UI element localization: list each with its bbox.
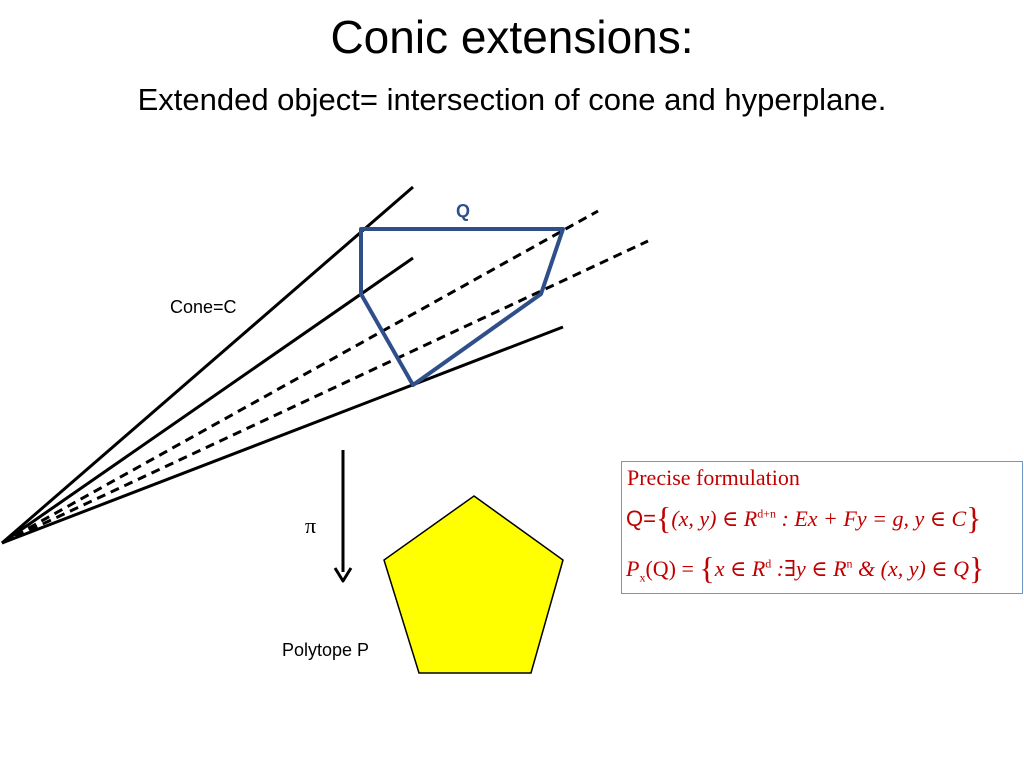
formula-p-inner-1: x ∈ R xyxy=(714,556,766,581)
cone-ray-dashed-upper xyxy=(1,209,599,545)
cone-ray-lower xyxy=(1,325,564,545)
projection-pi-label: π xyxy=(305,513,317,538)
polygon-q xyxy=(359,227,565,387)
cone-ray-middle xyxy=(1,256,414,545)
formula-q-sup: d+n xyxy=(757,506,777,521)
pentagon-polytope xyxy=(383,495,564,674)
formula-q-left: (x, y) ∈ R xyxy=(671,506,758,531)
slide-subtitle: Extended object= intersection of cone an… xyxy=(137,82,887,117)
formula-p-definition: Px(Q) = {x ∈ Rd :∃y ∈ Rn & (x, y) ∈ Q} xyxy=(626,552,984,585)
formula-q-prefix: Q= xyxy=(626,506,656,531)
formula-box: Precise formulation Q={(x, y) ∈ Rd+n : E… xyxy=(621,461,1023,594)
formula-brace-open: { xyxy=(655,500,672,536)
formula-p-mid: (Q) = xyxy=(645,556,700,581)
formula-p-sub: x xyxy=(639,570,646,585)
formula-p-inner-2: :∃y ∈ R xyxy=(771,556,847,581)
formula-p-sup-2: n xyxy=(846,556,853,571)
slide-title: Conic extensions: xyxy=(330,11,694,63)
cone-ray-upper xyxy=(1,185,414,545)
formula-brace-close-2: } xyxy=(968,550,985,586)
formula-brace-close: } xyxy=(966,500,982,536)
projection-arrow-head xyxy=(333,567,353,583)
formula-p-name: P xyxy=(626,556,640,581)
formula-brace-open-2: { xyxy=(699,550,715,586)
formula-q-definition: Q={(x, y) ∈ Rd+n : Ex + Fy = g, y ∈ C} xyxy=(626,502,982,534)
formula-heading: Precise formulation xyxy=(627,465,800,490)
polytope-label: Polytope P xyxy=(282,640,370,660)
cone-label: Cone=C xyxy=(170,297,237,317)
formula-p-sup-1: d xyxy=(765,556,772,571)
polygon-q-label: Q xyxy=(456,201,471,221)
formula-p-inner-3: & (x, y) ∈ Q xyxy=(852,556,969,581)
formula-q-right: : Ex + Fy = g, y ∈ C xyxy=(776,506,967,531)
cone-ray-dashed-lower xyxy=(1,239,649,545)
